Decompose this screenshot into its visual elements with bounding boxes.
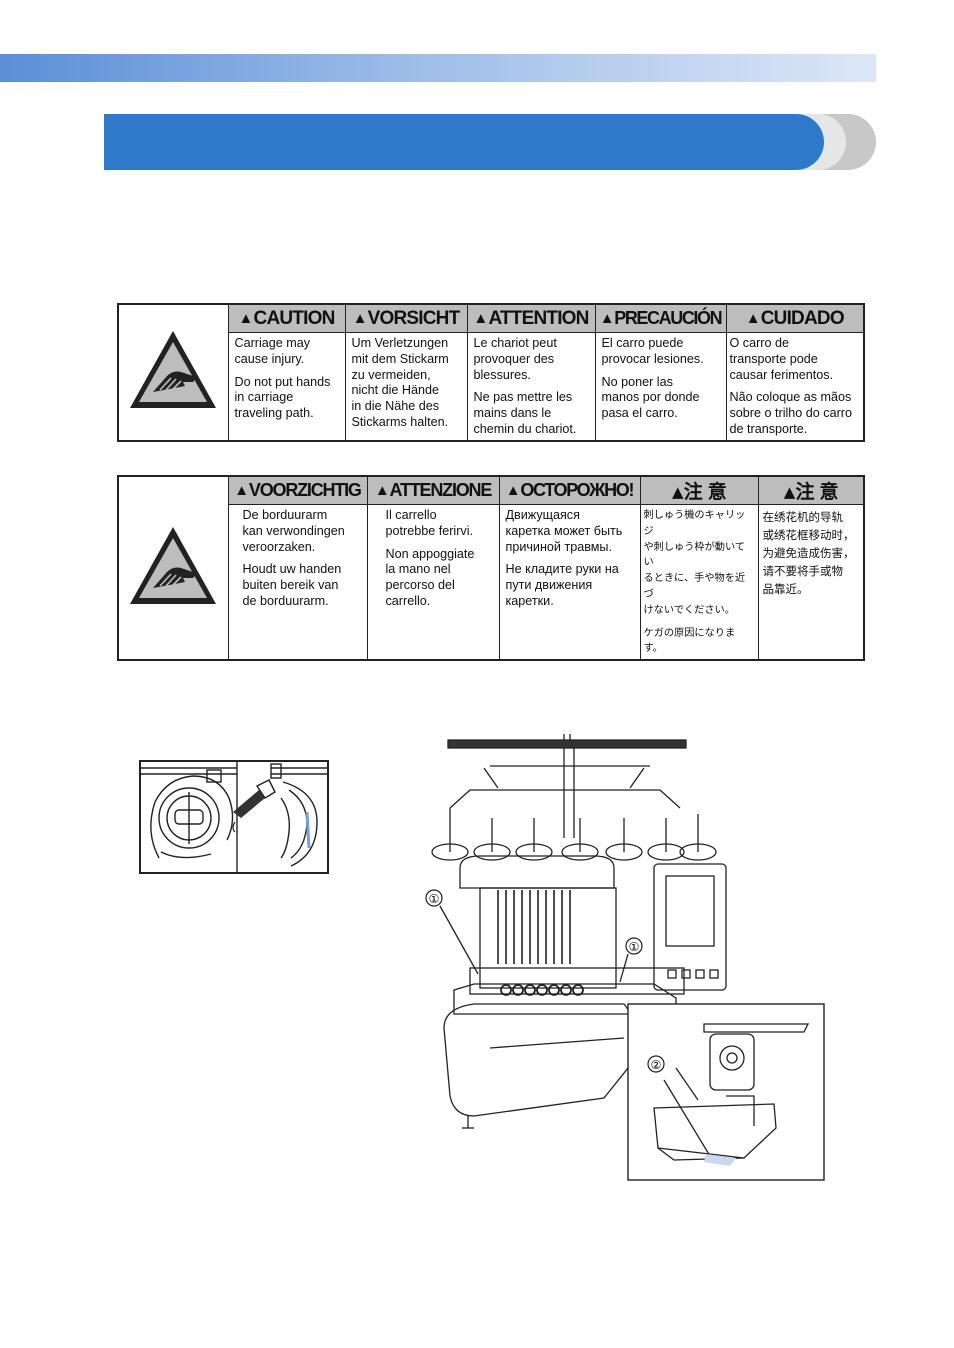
warning-triangle-icon: ▲ — [672, 483, 684, 501]
warning-text-ru: Движущаяся каретка может быть причиной т… — [498, 504, 641, 661]
hand-crush-warning-icon — [130, 330, 217, 408]
warning-triangle-icon: ▲ — [745, 309, 761, 327]
warning-heading-ru: ▲ОСТОРОЖНО! — [498, 475, 641, 505]
warning-triangle-icon: ▲ — [238, 309, 254, 327]
warning-heading-en: ▲CAUTION — [227, 303, 346, 333]
warning-triangle-icon: ▲ — [374, 482, 390, 499]
embroidery-machine-illustration: ① ① ② — [425, 734, 825, 1181]
tray-callout-label: ② — [651, 1058, 662, 1072]
hand-crush-warning-icon — [130, 526, 217, 604]
warning-triangle-icon: ▲ — [473, 309, 488, 327]
hook-oiling-illustration — [139, 760, 329, 874]
header-band — [0, 54, 876, 82]
warning-heading-zh: ▲注 意 — [757, 475, 865, 505]
warning-text-it: Il carrello potrebbe ferirvi. Non appogg… — [366, 504, 500, 661]
section-title-bar — [104, 114, 824, 170]
warning-label-table-1: ▲CAUTION ▲VORSICHT ▲ATTENTION ▲PRECAUCIÓ… — [117, 303, 865, 442]
warning-triangle-icon: ▲ — [352, 309, 368, 327]
hand-crush-warning-cell — [117, 303, 229, 442]
warning-triangle-icon: ▲ — [505, 482, 521, 499]
frame-callout-label: ① — [429, 892, 440, 906]
warning-text-es: El carro puede provocar lesiones. No pon… — [594, 331, 727, 442]
warning-heading-de: ▲VORSICHT — [344, 303, 468, 333]
warning-heading-nl: ▲VOORZICHTIG — [227, 475, 368, 505]
warning-text-ja: 刺しゅう機のキャリッジ や刺しゅう枠が動いてい るときに、手や物を近づ けないで… — [639, 504, 759, 661]
hand-crush-warning-cell — [117, 475, 229, 661]
warning-text-de: Um Verletzungen mit dem Stickarm zu verm… — [344, 331, 468, 442]
warning-heading-pt: ▲CUIDADO — [725, 303, 865, 333]
warning-triangle-icon: ▲ — [599, 310, 615, 327]
warning-text-nl: De borduurarm kan verwondingen veroorzak… — [227, 504, 368, 661]
warning-heading-it: ▲ATTENZIONE — [366, 475, 500, 505]
warning-triangle-icon: ▲ — [783, 483, 796, 501]
warning-text-fr: Le chariot peut provoquer des blessures.… — [466, 331, 596, 442]
warning-text-pt: O carro de transporte pode causar ferime… — [725, 331, 865, 442]
warning-text-en: Carriage may cause injury. Do not put ha… — [227, 331, 346, 442]
warning-label-table-2: ▲VOORZICHTIG ▲ATTENZIONE ▲ОСТОРОЖНО! ▲注 … — [117, 475, 865, 662]
warning-triangle-icon: ▲ — [234, 482, 249, 499]
hook-area-inset — [627, 1003, 825, 1181]
warning-heading-fr: ▲ATTENTION — [466, 303, 596, 333]
rotary-hook-drawing — [141, 762, 327, 872]
warning-heading-es: ▲PRECAUCIÓN — [594, 303, 727, 333]
warning-heading-ja: ▲注 意 — [639, 475, 759, 505]
warning-text-zh: 在绣花机的导轨 或绣花框移动时， 为避免造成伤害， 请不要将手或物 品靠近。 — [757, 504, 865, 661]
frame-callout-label: ① — [629, 940, 640, 954]
